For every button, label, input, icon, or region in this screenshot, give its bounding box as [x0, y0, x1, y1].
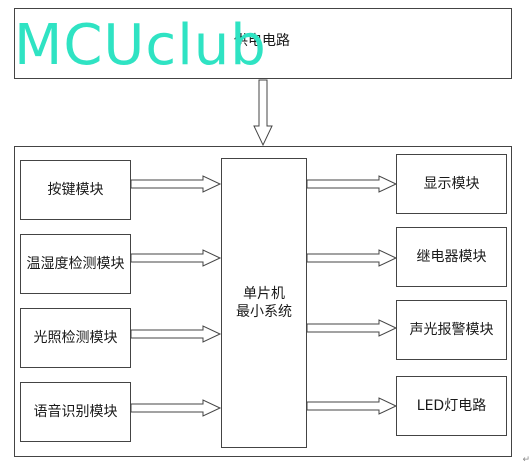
input-module-temp-humidity: 温湿度检测模块	[20, 234, 131, 294]
input-module-label: 光照检测模块	[33, 330, 118, 346]
output-module-relay: 继电器模块	[396, 227, 507, 287]
input-module-voice: 语音识别模块	[20, 382, 131, 442]
mcuclub-watermark: MCUclub	[14, 13, 267, 78]
power-supply-box: 供电电路	[14, 8, 512, 79]
mcu-to-alarm-arrow	[306, 319, 398, 337]
light-to-mcu-arrow	[130, 325, 222, 343]
mcu-minimum-system-box: 单片机 最小系统	[221, 158, 307, 448]
mcu-label-line2: 最小系统	[236, 304, 292, 320]
mcu-to-led-arrow	[306, 397, 398, 415]
output-module-display: 显示模块	[396, 154, 507, 214]
keys-to-mcu-arrow	[130, 175, 222, 193]
output-module-led: LED灯电路	[396, 376, 507, 436]
input-module-label: 温湿度检测模块	[26, 256, 125, 272]
output-module-label: 继电器模块	[416, 249, 487, 265]
output-module-label: 显示模块	[423, 176, 480, 192]
output-module-alarm: 声光报警模块	[396, 300, 507, 360]
power-supply-label: 供电电路	[234, 33, 290, 49]
mcu-to-display-arrow	[306, 175, 398, 193]
output-module-label: LED灯电路	[416, 398, 487, 414]
input-module-keys: 按键模块	[20, 160, 131, 220]
mcu-label-line1: 单片机	[243, 286, 285, 302]
voice-to-mcu-arrow	[130, 399, 222, 417]
mcu-to-relay-arrow	[306, 249, 398, 267]
temp-to-mcu-arrow	[130, 249, 222, 267]
paragraph-mark: ↵	[522, 455, 530, 465]
power-to-mcu-arrow	[253, 79, 273, 147]
input-module-label: 语音识别模块	[33, 404, 118, 420]
output-module-label: 声光报警模块	[409, 322, 494, 338]
input-module-label: 按键模块	[47, 182, 104, 198]
